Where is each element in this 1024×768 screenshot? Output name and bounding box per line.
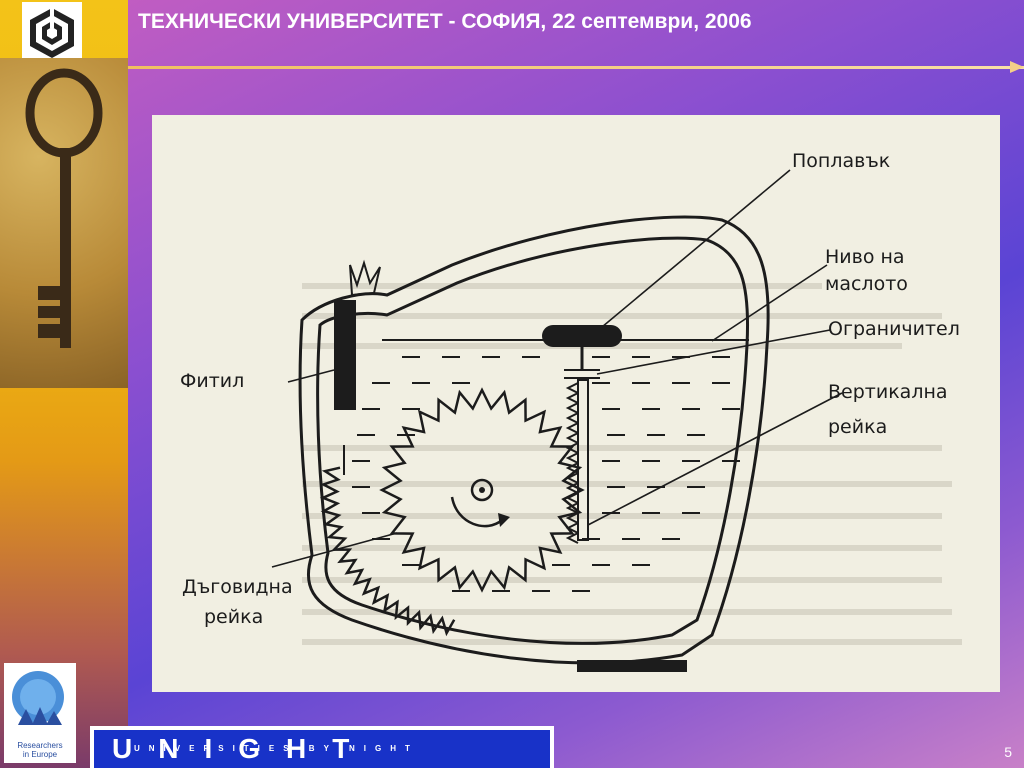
researchers-in-europe-logo: Researchers in Europe xyxy=(4,663,76,763)
label-oil-level-2: маслото xyxy=(825,273,908,295)
vertical-rack xyxy=(577,379,589,541)
label-limiter: Ограничител xyxy=(828,318,960,340)
unight-banner: UNIGHT UNIVERSITIES BY NIGHT xyxy=(90,726,554,768)
label-arc-rack-1: Дъговидна xyxy=(182,576,293,598)
side-panel xyxy=(0,0,128,768)
wick-tube xyxy=(334,300,356,410)
label-float: Поплавък xyxy=(792,150,890,172)
label-vertical-rack-1: Вертикална xyxy=(828,381,948,403)
label-vertical-rack-2: рейка xyxy=(828,416,887,438)
arc-rack xyxy=(319,466,456,637)
mechanism-diagram: Поплавък Ниво на маслото Ограничител Вер… xyxy=(152,115,1000,692)
leader-lines xyxy=(271,169,843,568)
label-arc-rack-2: рейка xyxy=(204,606,263,628)
university-emblem-icon xyxy=(30,8,74,58)
banner-text: UNIGHT xyxy=(112,733,376,764)
key-photo xyxy=(0,58,128,388)
gear-wheel xyxy=(379,387,585,593)
page-title: ТЕХНИЧЕСКИ УНИВЕРСИТЕТ - СОФИЯ, 22 септе… xyxy=(138,10,752,33)
oil-hatching xyxy=(352,356,740,592)
university-logo xyxy=(22,2,82,64)
float xyxy=(542,325,622,347)
label-oil-level-1: Ниво на xyxy=(825,246,905,268)
page-number: 5 xyxy=(1004,744,1012,760)
vessel-base xyxy=(577,660,687,672)
rie-logo-text-2: in Europe xyxy=(22,750,58,759)
rie-logo-text-1: Researchers xyxy=(17,741,63,750)
header-divider xyxy=(128,61,1024,73)
vessel xyxy=(298,215,770,665)
banner-small-text: UNIVERSITIES BY NIGHT xyxy=(134,744,419,753)
label-wick: Фитил xyxy=(180,370,244,392)
flame-icon xyxy=(349,259,381,297)
